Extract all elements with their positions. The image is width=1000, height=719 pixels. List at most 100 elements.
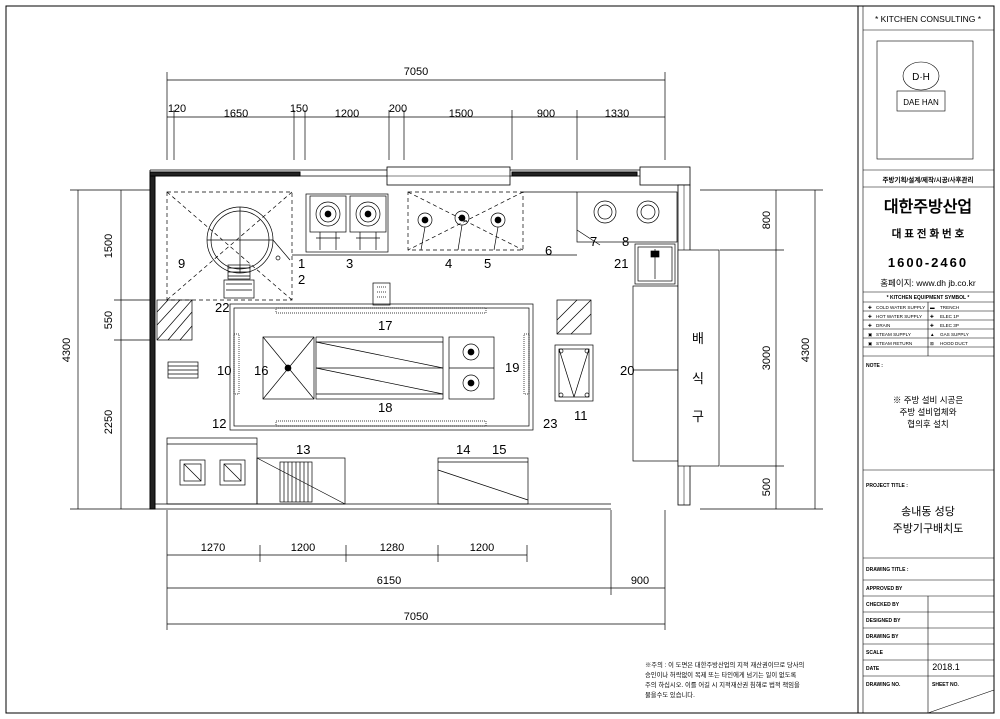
- symbol-icon: ✚: [868, 323, 872, 328]
- tb-project-line-1: 송내동 성당: [901, 505, 955, 518]
- serving-window-char-2: 식: [692, 371, 704, 386]
- dim-top-seg-2: 1650: [224, 108, 248, 120]
- symbol-icon: ▲: [930, 332, 935, 337]
- dim-left-total: 4300: [61, 338, 73, 362]
- equipment-number-23: 23: [543, 416, 557, 431]
- tb-date-label: DATE: [866, 666, 880, 672]
- dim-right-seg-2: 3000: [761, 346, 773, 370]
- equipment-number-11: 11: [574, 408, 588, 423]
- tb-header: * KITCHEN CONSULTING *: [875, 14, 982, 24]
- symbol-label: ELEC 3P: [940, 323, 959, 328]
- tb-note-line-1: ※ 주방 설비 시공은: [893, 395, 964, 405]
- dim-top-seg-6: 1500: [449, 108, 473, 120]
- dim-top-seg-1: 120: [168, 103, 186, 115]
- serving-window-char-1: 배: [692, 331, 704, 346]
- equipment-number-10: 10: [217, 363, 231, 378]
- symbol-label: STEAM RETURN: [876, 341, 912, 346]
- tb-project-label: PROJECT TITLE :: [866, 483, 908, 489]
- symbol-icon: ▣: [868, 332, 873, 337]
- dim-bottom-seg-3: 1280: [380, 542, 404, 554]
- equipment-number-2: 2: [298, 272, 305, 287]
- dim-bottom-seg-4: 1200: [470, 542, 494, 554]
- dim-bottom-900: 900: [631, 575, 649, 587]
- dim-top-seg-8: 1330: [605, 108, 629, 120]
- symbol-label: TRENCH: [940, 305, 959, 310]
- equipment-number-17: 17: [378, 318, 392, 333]
- tb-designed-label: DESIGNED BY: [866, 618, 901, 624]
- dim-top-seg-3: 150: [290, 103, 308, 115]
- equipment-number-22: 22: [215, 300, 229, 315]
- tb-sheet-no-label: SHEET NO.: [932, 682, 960, 688]
- bottom-dimensions: [166, 510, 666, 630]
- equipment-number-16: 16: [254, 363, 268, 378]
- equipment-number-12: 12: [212, 416, 226, 431]
- tb-date-value: 2018.1: [932, 662, 960, 672]
- left-dimensions: [70, 189, 150, 510]
- equipment-number-13: 13: [296, 442, 310, 457]
- dim-left-seg-1: 1500: [103, 234, 115, 258]
- symbol-icon: ✚: [930, 314, 934, 319]
- equipment-number-20: 20: [620, 363, 634, 378]
- tb-scale-label: SCALE: [866, 650, 884, 656]
- equipment-number-15: 15: [492, 442, 506, 457]
- dim-right-seg-3: 500: [761, 478, 773, 496]
- notice-line-2: 승인이나 허락없이 복제 또는 타인에게 넘기는 일이 없도록: [645, 670, 796, 679]
- equipment-number-4: 4: [445, 256, 452, 271]
- dim-bottom-6150: 6150: [377, 575, 401, 587]
- equipment-number-18: 18: [378, 400, 392, 415]
- tb-drawing-title-label: DRAWING TITLE :: [866, 567, 909, 573]
- tb-symbol-header: * KITCHEN EQUIPMENT SYMBOL *: [887, 295, 970, 301]
- dim-top-total: 7050: [404, 66, 428, 78]
- title-block: [863, 29, 995, 714]
- tb-note-line-2: 주방 설비업체와: [899, 407, 956, 417]
- symbol-icon: ✚: [868, 314, 872, 319]
- symbol-icon: ✚: [868, 305, 872, 310]
- equipment-number-19: 19: [505, 360, 519, 375]
- tb-website: 홈페이지: www.dh jb.co.kr: [880, 278, 976, 288]
- kitchen-equipment: [156, 191, 720, 505]
- logo-name: DAE HAN: [903, 98, 939, 107]
- dim-top-seg-7: 900: [537, 108, 555, 120]
- equipment-number-8: 8: [622, 234, 629, 249]
- dim-top-seg-4: 1200: [335, 108, 359, 120]
- dim-bottom-seg-2: 1200: [291, 542, 315, 554]
- tb-services: 주방기획/설계/제작/시공/사후관리: [883, 175, 974, 184]
- dim-bottom-seg-1: 1270: [201, 542, 225, 554]
- symbol-icon: ▣: [868, 341, 873, 346]
- symbol-label: COLD WATER SUPPLY: [876, 305, 925, 310]
- serving-window-char-3: 구: [692, 409, 704, 424]
- tb-drawing-no-label: DRAWING NO.: [866, 682, 901, 688]
- equipment-number-3: 3: [346, 256, 353, 271]
- dim-top-seg-5: 200: [389, 103, 407, 115]
- tb-phone: 1600-2460: [888, 255, 968, 270]
- equipment-number-6: 6: [545, 243, 552, 258]
- tb-phone-label: 대 표 전 화 번 호: [892, 227, 965, 240]
- top-dimensions: [166, 72, 666, 160]
- right-dimensions: [700, 189, 823, 510]
- equipment-number-7: 7: [590, 234, 597, 249]
- dim-right-total: 4300: [800, 338, 812, 362]
- dim-left-seg-2: 550: [103, 311, 115, 329]
- equipment-number-5: 5: [484, 256, 491, 271]
- notice-line-1: ※주의 : 이 도면은 대한주방산업의 지적 재산권이므로 당사의: [645, 660, 804, 669]
- equipment-number-1: 1: [298, 256, 305, 271]
- room-walls: [149, 166, 691, 510]
- symbol-label: HOT WATER SUPPLY: [876, 314, 922, 319]
- symbol-label: DRAIN: [876, 323, 890, 328]
- dim-bottom-total: 7050: [404, 611, 428, 623]
- equipment-number-14: 14: [456, 442, 470, 457]
- symbol-icon: ⊠: [930, 341, 934, 346]
- symbol-table: ✚ COLD WATER SUPPLY ▬ TRENCH ✚ HOT WATER…: [868, 305, 969, 346]
- equipment-number-9: 9: [178, 256, 185, 271]
- symbol-label: HOOD DUCT: [940, 341, 968, 346]
- notice-line-3: 주의 하십시오. 이를 어길 시 지적재산권 침해로 법적 책임을: [645, 680, 800, 689]
- symbol-icon: ✚: [930, 323, 934, 328]
- logo-mark: D·H: [912, 72, 930, 83]
- symbol-icon: ▬: [930, 305, 935, 310]
- tb-note-line-3: 협의후 설치: [907, 419, 948, 429]
- symbol-label: STEAM SUPPLY: [876, 332, 911, 337]
- tb-project-line-2: 주방기구배치도: [893, 522, 964, 535]
- tb-company: 대한주방산업: [884, 197, 972, 216]
